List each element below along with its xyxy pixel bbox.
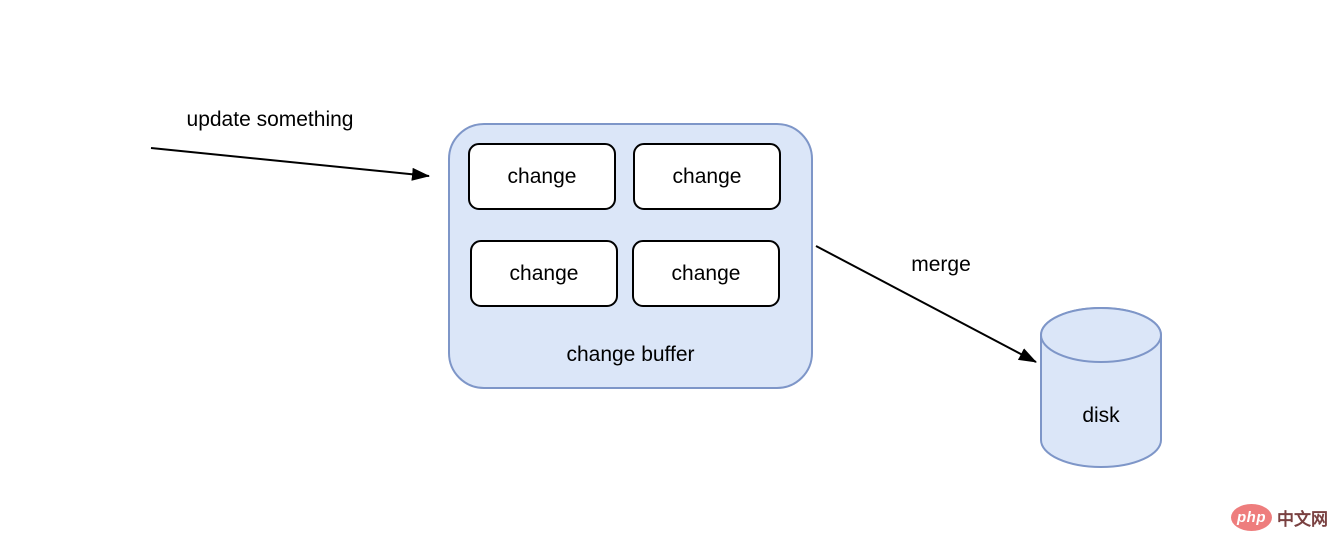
disk-label: disk — [1082, 404, 1120, 427]
change-item: change — [470, 240, 618, 307]
change-buffer-node: change change change change change buffe… — [448, 123, 813, 389]
disk-cylinder-top — [1040, 307, 1162, 363]
merge-label: merge — [911, 253, 971, 276]
change-item: change — [468, 143, 616, 210]
change-item: change — [633, 143, 781, 210]
change-buffer-label: change buffer — [566, 343, 695, 366]
update-arrow — [150, 147, 430, 181]
php-logo-icon: php — [1231, 504, 1272, 531]
site-name: 中文网 — [1277, 510, 1328, 529]
site-watermark: php 中文网 — [1231, 504, 1328, 531]
change-item: change — [632, 240, 780, 307]
update-label: update something — [186, 108, 354, 131]
merge-arrow — [815, 245, 1037, 363]
